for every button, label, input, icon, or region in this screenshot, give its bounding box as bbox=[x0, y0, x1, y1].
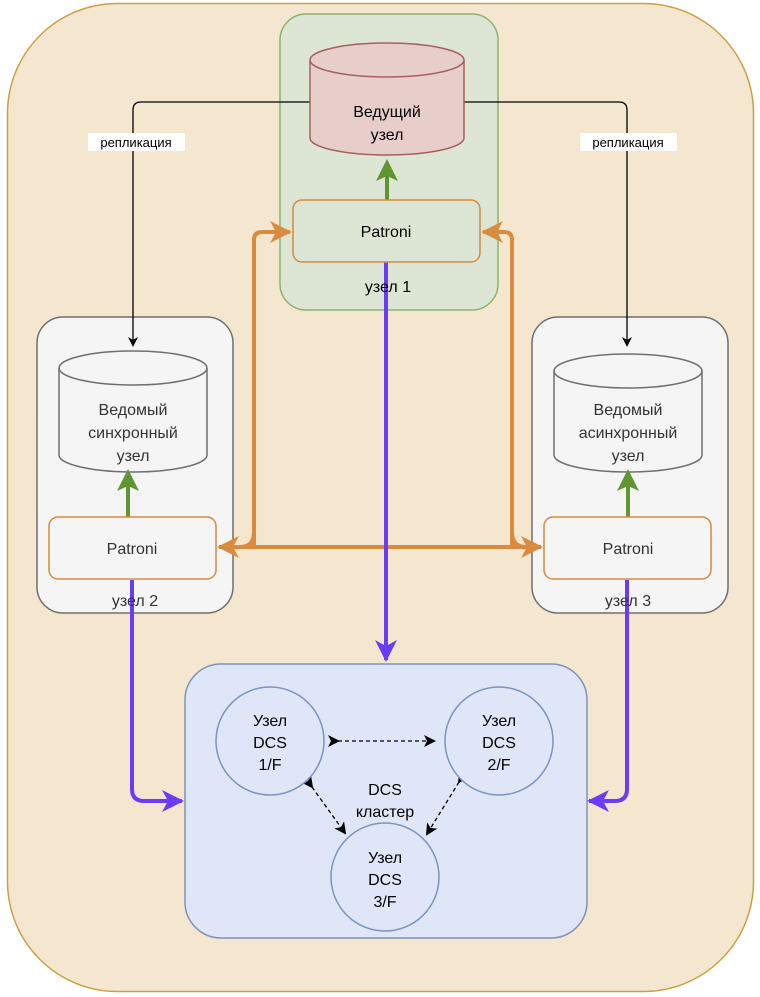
patroni-link-bend-right bbox=[510, 531, 527, 549]
dcs-cluster-label-line2: кластер bbox=[356, 804, 414, 821]
dcs-node-1-label-line2: DCS bbox=[253, 735, 287, 752]
sync-replica-database: Ведомый синхронный узел bbox=[58, 350, 208, 473]
dcs-link-1-3 bbox=[301, 775, 347, 835]
leader-db-label-line1: Ведущий bbox=[353, 104, 421, 121]
dcs-node-1-label-line3: 1/F bbox=[258, 757, 281, 774]
replication-line-left bbox=[128, 101, 310, 347]
node-1-label: узел 1 bbox=[365, 279, 411, 296]
replication-label-right: репликация bbox=[592, 135, 663, 150]
async-db-label-line3: узел bbox=[612, 448, 645, 465]
patroni-link-left bbox=[252, 221, 292, 548]
dcs-node-3[interactable]: Узел DCS 3/F bbox=[330, 822, 440, 932]
node-2-label: узел 2 bbox=[112, 593, 158, 610]
sync-patroni-label: Patroni bbox=[107, 541, 158, 558]
dcs-node-2-label-line3: 2/F bbox=[487, 757, 510, 774]
sync-db-label-line3: узел bbox=[117, 448, 150, 465]
leader-patroni-label: Patroni bbox=[361, 224, 412, 241]
replication-line-right bbox=[463, 101, 632, 347]
node-3-label: узел 3 bbox=[605, 593, 651, 610]
dcs-link-2-3 bbox=[425, 770, 470, 836]
dcs-node-3-label-line1: Узел bbox=[368, 850, 402, 867]
sync-db-label-line2: синхронный bbox=[88, 425, 178, 442]
async-db-label-line1: Ведомый bbox=[594, 402, 663, 419]
replication-label-left: репликация bbox=[100, 135, 171, 150]
dcs-node-3-label-line2: DCS bbox=[368, 872, 402, 889]
leader-patroni[interactable]: Patroni bbox=[292, 199, 481, 263]
replication-label-right-bg bbox=[580, 133, 677, 151]
patroni-link-right bbox=[481, 221, 514, 548]
async-patroni[interactable]: Patroni bbox=[543, 516, 712, 580]
leader-db-label-line2: узел bbox=[371, 127, 404, 144]
async-patroni-to-dcs-arrow bbox=[587, 580, 629, 812]
dcs-node-2-label-line2: DCS bbox=[482, 735, 516, 752]
sync-db-label-line1: Ведомый bbox=[99, 402, 168, 419]
dcs-cluster-label-line1: DCS bbox=[368, 782, 402, 799]
dcs-node-1-label-line1: Узел bbox=[253, 713, 287, 730]
async-replica-database: Ведомый асинхронный узел bbox=[553, 353, 703, 473]
async-patroni-label: Patroni bbox=[603, 541, 654, 558]
dcs-node-2[interactable]: Узел DCS 2/F bbox=[444, 686, 554, 796]
sync-patroni[interactable]: Patroni bbox=[48, 516, 217, 580]
sync-patroni-to-dcs-arrow bbox=[130, 580, 184, 812]
dcs-node-2-label-line1: Узел bbox=[482, 713, 516, 730]
replication-label-left-bg bbox=[88, 133, 185, 151]
dcs-node-1[interactable]: Узел DCS 1/F bbox=[215, 686, 325, 796]
patroni-link-bend-left bbox=[239, 531, 256, 549]
async-db-label-line2: асинхронный bbox=[579, 425, 678, 442]
leader-database: Ведущий узел bbox=[309, 42, 465, 156]
dcs-node-3-label-line3: 3/F bbox=[373, 894, 396, 911]
